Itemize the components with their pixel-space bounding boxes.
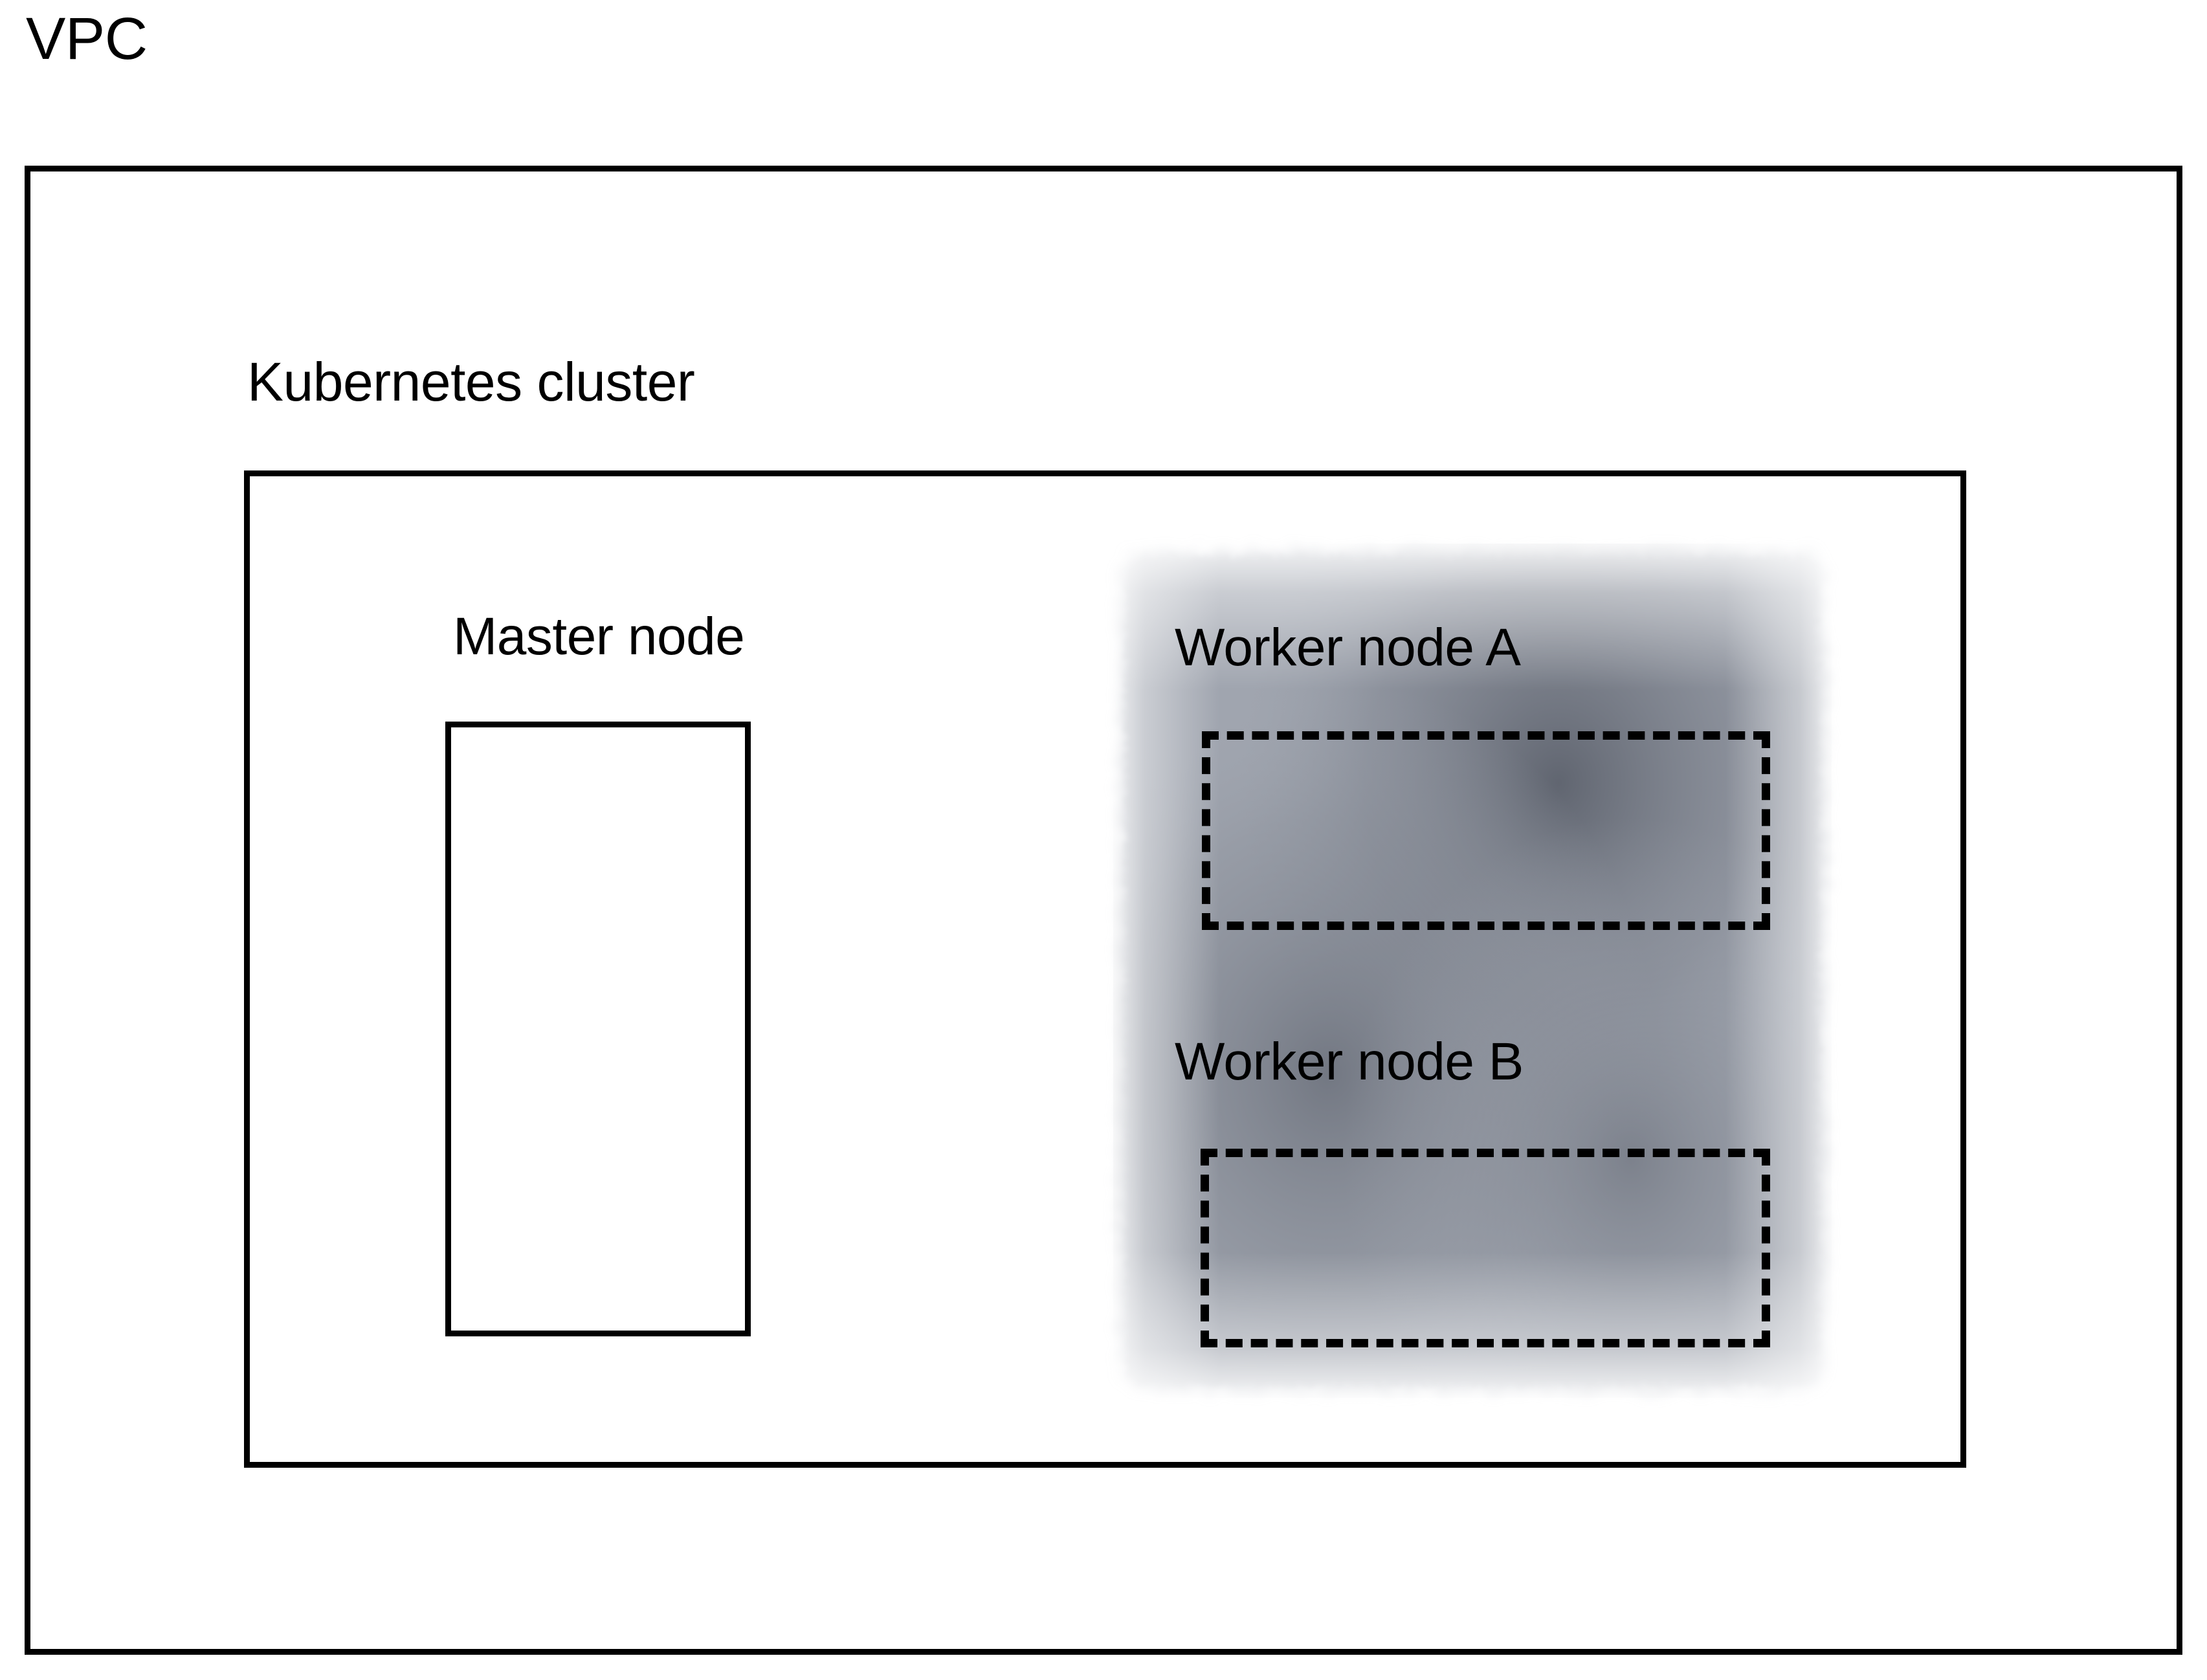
worker-node-b-label: Worker node B [1175,1032,1524,1091]
vpc-container [25,166,2182,1655]
worker-node-a-label: Worker node A [1175,618,1521,677]
master-node-box [445,722,751,1336]
vpc-label: VPC [26,6,148,72]
cloud-blob-icon [1113,544,1832,1398]
worker-node-b-box [1201,1149,1770,1347]
kubernetes-cluster-container [244,470,1966,1468]
master-node-label: Master node [453,607,745,666]
kubernetes-cluster-label: Kubernetes cluster [247,351,695,412]
worker-nodes-cloud-blob [1100,531,1845,1411]
worker-node-a-box [1202,731,1770,930]
